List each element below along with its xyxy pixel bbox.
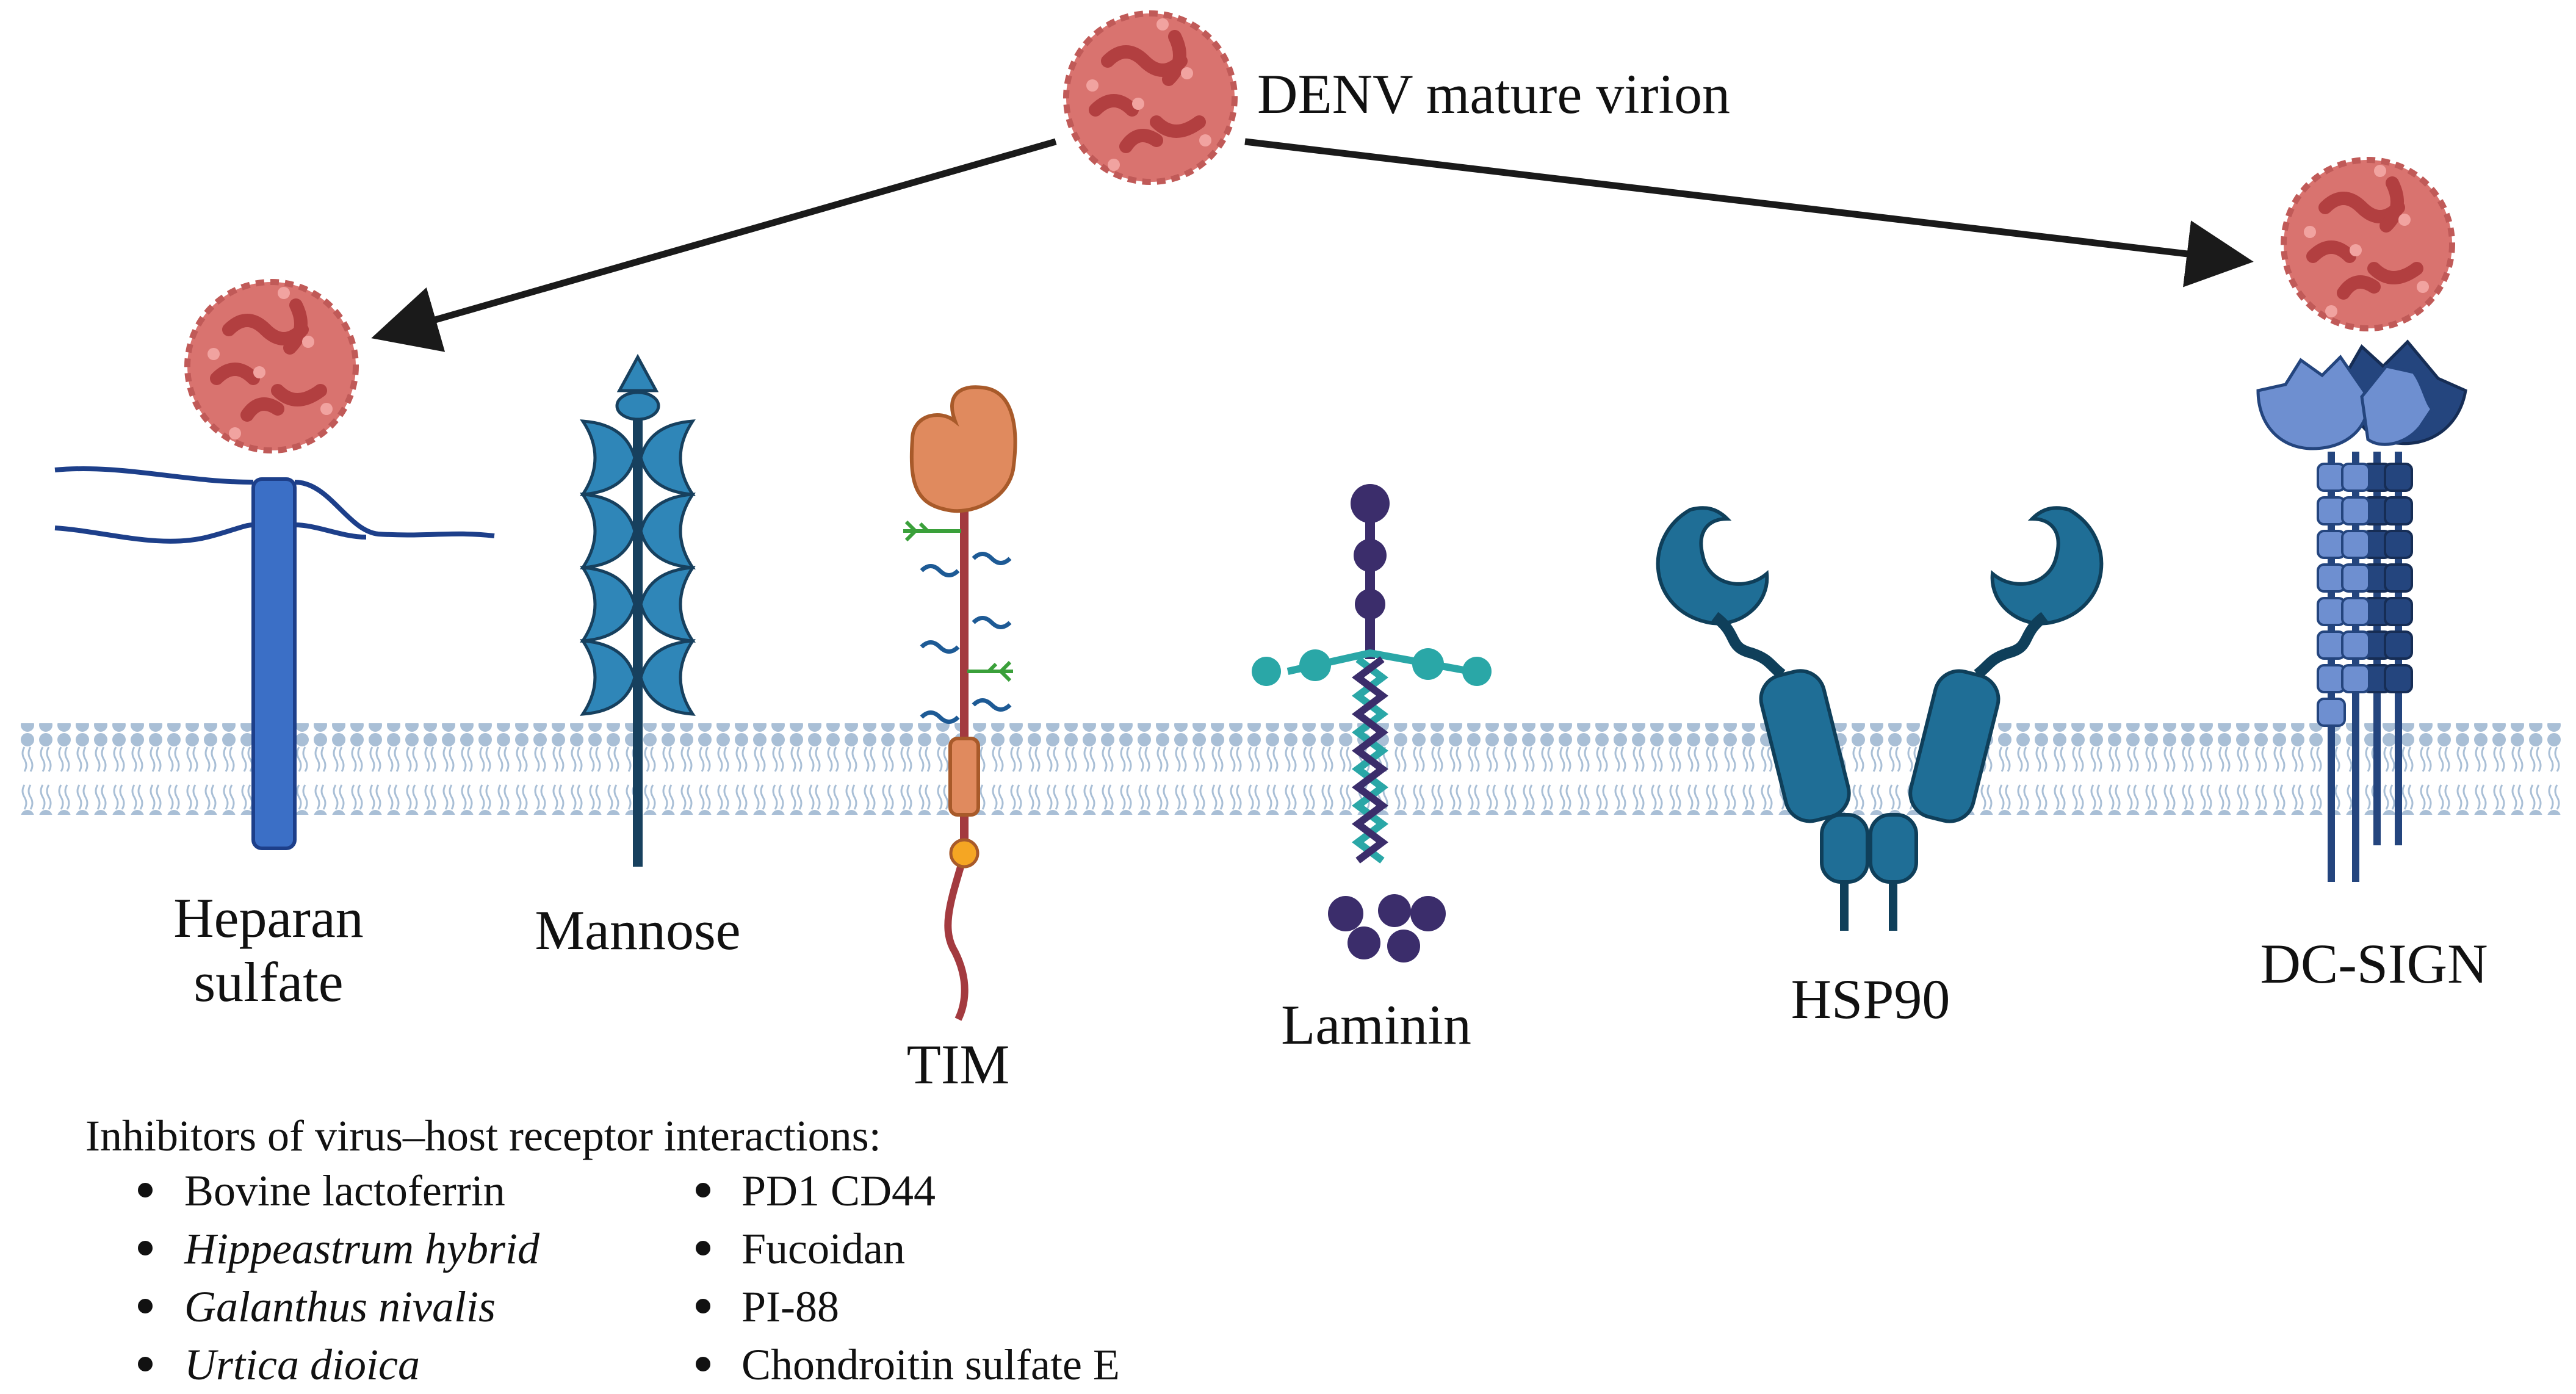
bullet	[138, 1183, 153, 1197]
denv-virion-top	[1066, 13, 1235, 182]
cell-membrane	[18, 723, 2563, 815]
arrow-to-dcsign	[1244, 138, 2254, 287]
laminin-label: Laminin	[1281, 994, 1471, 1056]
inhibitors-title: Inhibitors of virus–host receptor intera…	[85, 1111, 881, 1160]
virion-label: DENV mature virion	[1257, 63, 1730, 125]
heparan-label-line1: Heparan	[173, 887, 364, 949]
dc-sign-receptor	[2256, 160, 2467, 882]
bullet	[696, 1183, 710, 1197]
tim-receptor	[903, 385, 1017, 1021]
bullet	[696, 1357, 710, 1371]
bullet	[696, 1299, 710, 1313]
hsp90-receptor	[1656, 506, 2104, 931]
bullet	[138, 1299, 153, 1313]
laminin-receptor	[1252, 484, 1492, 962]
inhibitors-left-column: Bovine lactoferrin Hippeastrum hybrid Ga…	[138, 1166, 540, 1389]
inhibitor-item: Urtica dioica	[184, 1340, 420, 1389]
bullet	[138, 1357, 153, 1371]
inhibitor-item: Bovine lactoferrin	[184, 1166, 505, 1215]
inhibitor-item: Hippeastrum hybrid	[184, 1224, 540, 1273]
hsp90-label: HSP90	[1791, 968, 1950, 1030]
inhibitor-item: Chondroitin sulfate E	[741, 1340, 1120, 1389]
dcsign-label: DC-SIGN	[2260, 933, 2488, 995]
inhibitors-right-column: PD1 CD44 Fucoidan PI-88 Chondroitin sulf…	[696, 1166, 1120, 1389]
inhibitor-item: Fucoidan	[741, 1224, 905, 1273]
arrow-to-heparan	[371, 138, 1057, 352]
inhibitor-item: Galanthus nivalis	[184, 1282, 496, 1331]
heparan-sulfate-receptor	[54, 282, 495, 850]
bullet	[696, 1241, 710, 1255]
inhibitor-item: PI-88	[741, 1282, 839, 1331]
heparan-label-line2: sulfate	[193, 951, 343, 1013]
inhibitor-item: PD1 CD44	[741, 1166, 936, 1215]
mannose-label: Mannose	[535, 899, 740, 961]
bullet	[138, 1241, 153, 1255]
mannose-receptor	[580, 353, 696, 867]
tim-label: TIM	[907, 1033, 1010, 1096]
